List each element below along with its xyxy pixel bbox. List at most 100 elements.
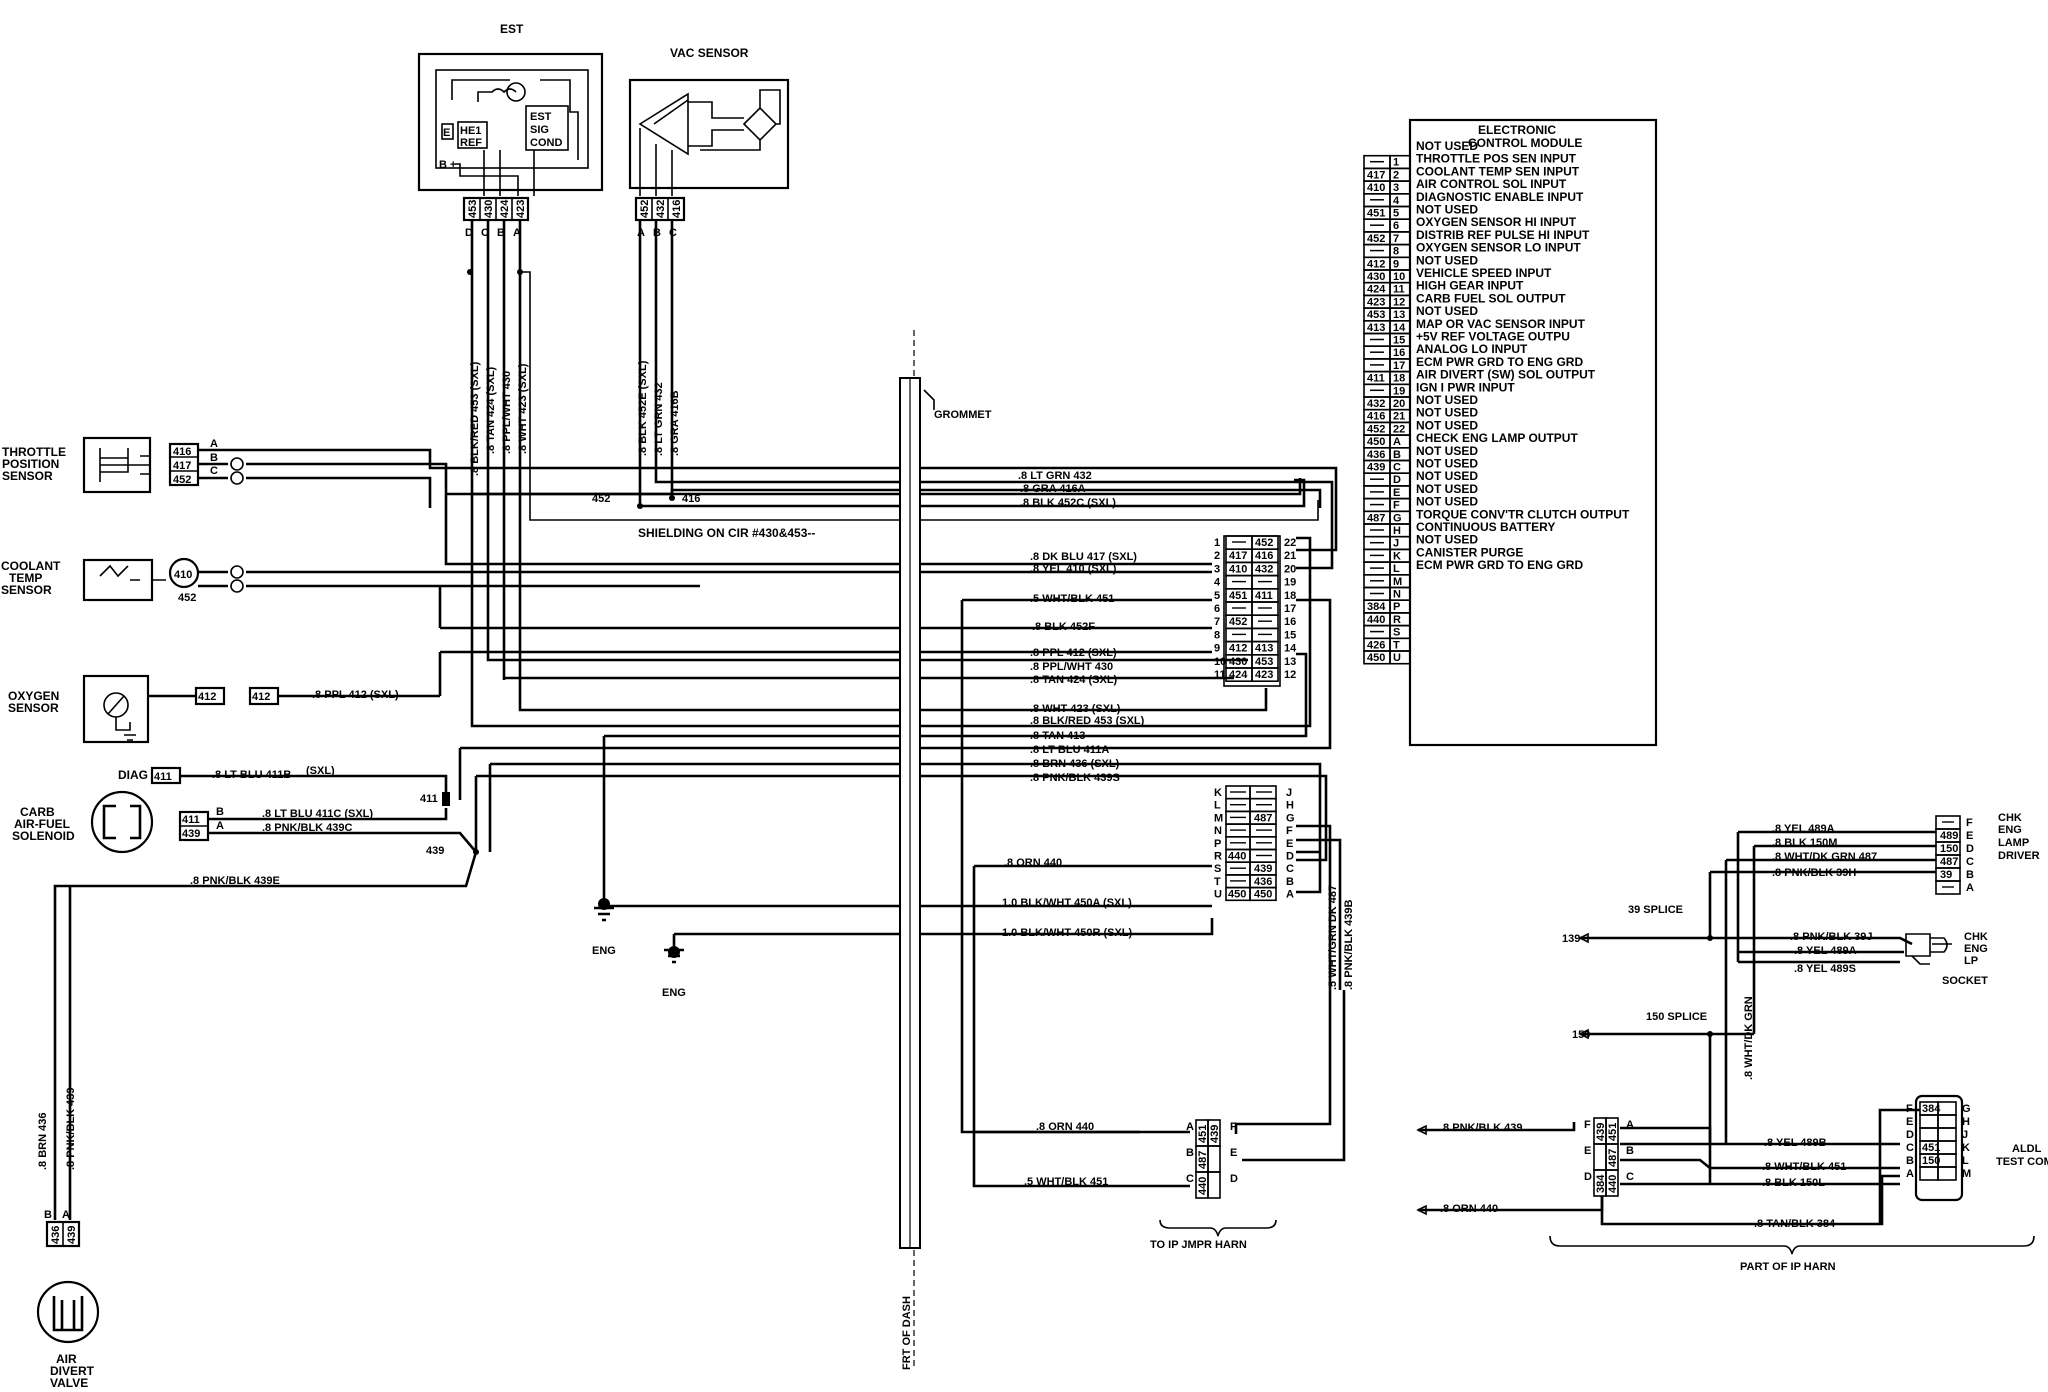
ecm-pin-5: 5 bbox=[1393, 208, 1399, 220]
est-vertical-wires: .8 BLK/RED 453 (SXL) .8 TAN 424 (SXL) .8… bbox=[467, 220, 1319, 728]
c1-right-num-20: 20 bbox=[1284, 563, 1296, 575]
ecm-pin-22: 22 bbox=[1393, 423, 1405, 435]
aldl-left-letter-A: A bbox=[1906, 1168, 1914, 1180]
ecm-label: NOT USED bbox=[1416, 444, 1478, 458]
c2-circuit-450: 450 bbox=[1254, 889, 1272, 901]
ecm-label: NOT USED bbox=[1416, 393, 1478, 407]
c1-right-num-21: 21 bbox=[1284, 550, 1296, 562]
aldl-right-letter-G: G bbox=[1962, 1103, 1971, 1115]
throttle-position-sensor: THROTTLE POSITION SENSOR 416 417 452 A B… bbox=[2, 436, 340, 494]
wire-blk452f: .8 BLK 452F bbox=[1032, 621, 1095, 633]
ecm-pin-20: 20 bbox=[1393, 398, 1405, 410]
est-sig-3: COND bbox=[530, 137, 562, 149]
c1-circuit-432: 432 bbox=[1255, 563, 1273, 575]
wire-orn440-right: .8 ORN 440 bbox=[1440, 1203, 1498, 1215]
ecm-pin-T: T bbox=[1393, 639, 1400, 651]
carb-wire-a: .8 PNK/BLK 439C bbox=[262, 822, 353, 834]
wire-ppl412: .8 PPL 412 (SXL) bbox=[1030, 647, 1117, 659]
c2-left-letter-M: M bbox=[1214, 812, 1223, 824]
c1-circuit-452: 452 bbox=[1255, 537, 1273, 549]
c1-left-num-11: 11 bbox=[1214, 669, 1226, 681]
c1-right-num-16: 16 bbox=[1284, 616, 1296, 628]
c1-right-num-22: 22 bbox=[1284, 537, 1296, 549]
ecm-label: COOLANT TEMP SEN INPUT bbox=[1416, 164, 1580, 178]
driver-letter-A: A bbox=[1966, 882, 1974, 894]
ecm-circuit-453: 453 bbox=[1367, 309, 1385, 321]
c1-frame bbox=[1223, 535, 1281, 687]
c1-circuit-430: 430 bbox=[1229, 656, 1247, 668]
socket-label-1: CHK bbox=[1964, 931, 1988, 943]
tps-pin-452: 452 bbox=[173, 474, 191, 486]
wire-pnk439s: .8 PNK/BLK 439S bbox=[1030, 772, 1120, 784]
tps-letter-a: A bbox=[210, 438, 218, 450]
c1-right-num-15: 15 bbox=[1284, 629, 1296, 641]
node-150: 150 bbox=[1572, 1029, 1590, 1041]
aldl-right-letter-L: L bbox=[1962, 1155, 1969, 1167]
ecm-pin-14: 14 bbox=[1393, 322, 1406, 334]
c3-circuit-451: 451 bbox=[1197, 1125, 1209, 1143]
carb-pin-439: 439 bbox=[182, 828, 200, 840]
c2-left-letter-T: T bbox=[1214, 876, 1221, 888]
c2-circuit-440: 440 bbox=[1228, 851, 1246, 863]
ecm-label: ANALOG LO INPUT bbox=[1416, 342, 1528, 356]
ecm-pin-4: 4 bbox=[1393, 195, 1400, 207]
ecm-label: DISTRIB REF PULSE HI INPUT bbox=[1416, 228, 1590, 242]
ecm-pin-9: 9 bbox=[1393, 258, 1399, 270]
ecm-circuit-432: 432 bbox=[1367, 398, 1385, 410]
ecm-pin-10: 10 bbox=[1393, 271, 1405, 283]
wire-yel489a: .8 YEL 489A bbox=[1772, 823, 1835, 835]
wire-gra416a: .8 GRA 416A bbox=[1020, 483, 1086, 495]
wire-pnk439: .8 PNK/BLK 439 bbox=[65, 1087, 77, 1170]
c4-circuit-487: 487 bbox=[1607, 1149, 1619, 1167]
ecm-circuit-426: 426 bbox=[1367, 639, 1385, 651]
aldl-cell bbox=[1937, 1166, 1957, 1181]
ecm-label: NOT USED bbox=[1416, 533, 1478, 547]
driver-circuit-150: 150 bbox=[1940, 843, 1958, 855]
carb-solenoid: CARB AIR-FUEL SOLENOID 411 439 B A .8 LT… bbox=[12, 790, 477, 854]
ecm-label: NOT USED bbox=[1416, 418, 1478, 432]
node-439: 439 bbox=[426, 845, 444, 857]
vac-wire-452e: .8 BLK 452E (SXL) bbox=[637, 360, 649, 456]
ecm-label: CARB FUEL SOL OUTPUT bbox=[1416, 291, 1566, 305]
grommet-label: GROMMET bbox=[934, 409, 992, 421]
ecm-pin-19: 19 bbox=[1393, 385, 1405, 397]
ecm-pin-G: G bbox=[1393, 512, 1402, 524]
ecm-pin-cell bbox=[1389, 650, 1411, 665]
c1-right-num-19: 19 bbox=[1284, 577, 1296, 589]
valve-letter-a: A bbox=[62, 1209, 70, 1221]
cts-label-2: TEMP bbox=[9, 571, 42, 585]
wire-pnk39h: .8 PNK/BLK 39H bbox=[1772, 867, 1856, 879]
est-title: EST bbox=[500, 22, 524, 36]
ecm-pin-H: H bbox=[1393, 525, 1401, 537]
c2-vertical-wires: .5 WHT/GRN DK 487 .8 PNK/BLK 439B bbox=[1234, 824, 1355, 1162]
c4-left-letter-E: E bbox=[1584, 1145, 1591, 1157]
c2-right-letter-A: A bbox=[1286, 889, 1294, 901]
ecm-circuit-451: 451 bbox=[1367, 208, 1385, 220]
driver-cell bbox=[1935, 880, 1961, 895]
vac-wire-432: .8 LT GRN 432 bbox=[653, 382, 665, 456]
dash-panel: GROMMET FRT OF DASH bbox=[899, 330, 992, 1370]
c2-right-letter-D: D bbox=[1286, 851, 1294, 863]
wire-whtblk451-right: .8 WHT/BLK 451 bbox=[1762, 1161, 1846, 1173]
c2-right-letter-G: G bbox=[1286, 812, 1295, 824]
ecm-label: NOT USED bbox=[1416, 469, 1478, 483]
driver-label-4: DRIVER bbox=[1998, 850, 2040, 862]
driver-letter-C: C bbox=[1966, 856, 1974, 868]
aldl-circuit-384: 384 bbox=[1922, 1103, 1941, 1115]
wire-b-orn440: .8 ORN 440 bbox=[1036, 1121, 1094, 1133]
driver-letter-F: F bbox=[1966, 817, 1973, 829]
socket-label: SOCKET bbox=[1942, 975, 1988, 987]
est-pin-424: 424 bbox=[499, 199, 511, 218]
c4-left-letter-F: F bbox=[1584, 1119, 1591, 1131]
carb-letter-a: A bbox=[216, 820, 224, 832]
c2-left-letter-N: N bbox=[1214, 825, 1222, 837]
est-he1: HE1 bbox=[460, 125, 481, 137]
aldl-lead bbox=[1878, 1108, 1920, 1118]
aldl-right-letter-M: M bbox=[1962, 1168, 1971, 1180]
est-wire-424: .8 TAN 424 (SXL) bbox=[485, 366, 497, 454]
ecm-pin-U: U bbox=[1393, 652, 1401, 664]
valve-letter-b: B bbox=[44, 1209, 52, 1221]
aldl-left-letter-B: B bbox=[1906, 1155, 1914, 1167]
